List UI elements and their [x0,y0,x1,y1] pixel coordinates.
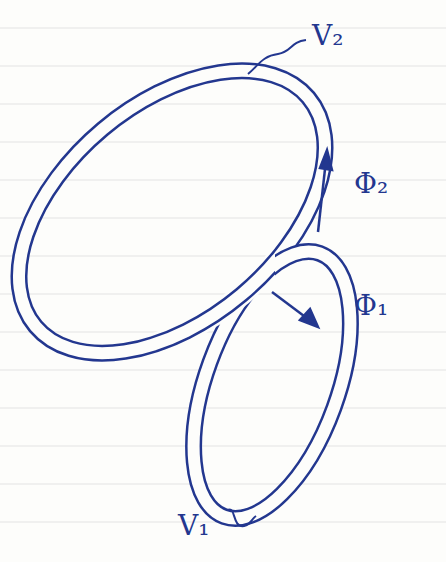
flux-arrows [272,150,332,327]
flux-arrow-2 [318,160,326,232]
notebook-lines [0,28,446,522]
leader-lines [228,40,306,526]
tube-v2-over [150,240,275,350]
arrowhead [300,309,318,327]
leader-line [248,40,306,74]
tube-label: V₁ [178,512,209,540]
tube-v2 [0,15,378,409]
leader-line [228,510,256,527]
flux-label: Φ₂ [354,170,388,198]
flux-label: Φ₁ [354,292,388,320]
tube-label: V₂ [312,22,343,50]
arrowhead [320,150,332,170]
